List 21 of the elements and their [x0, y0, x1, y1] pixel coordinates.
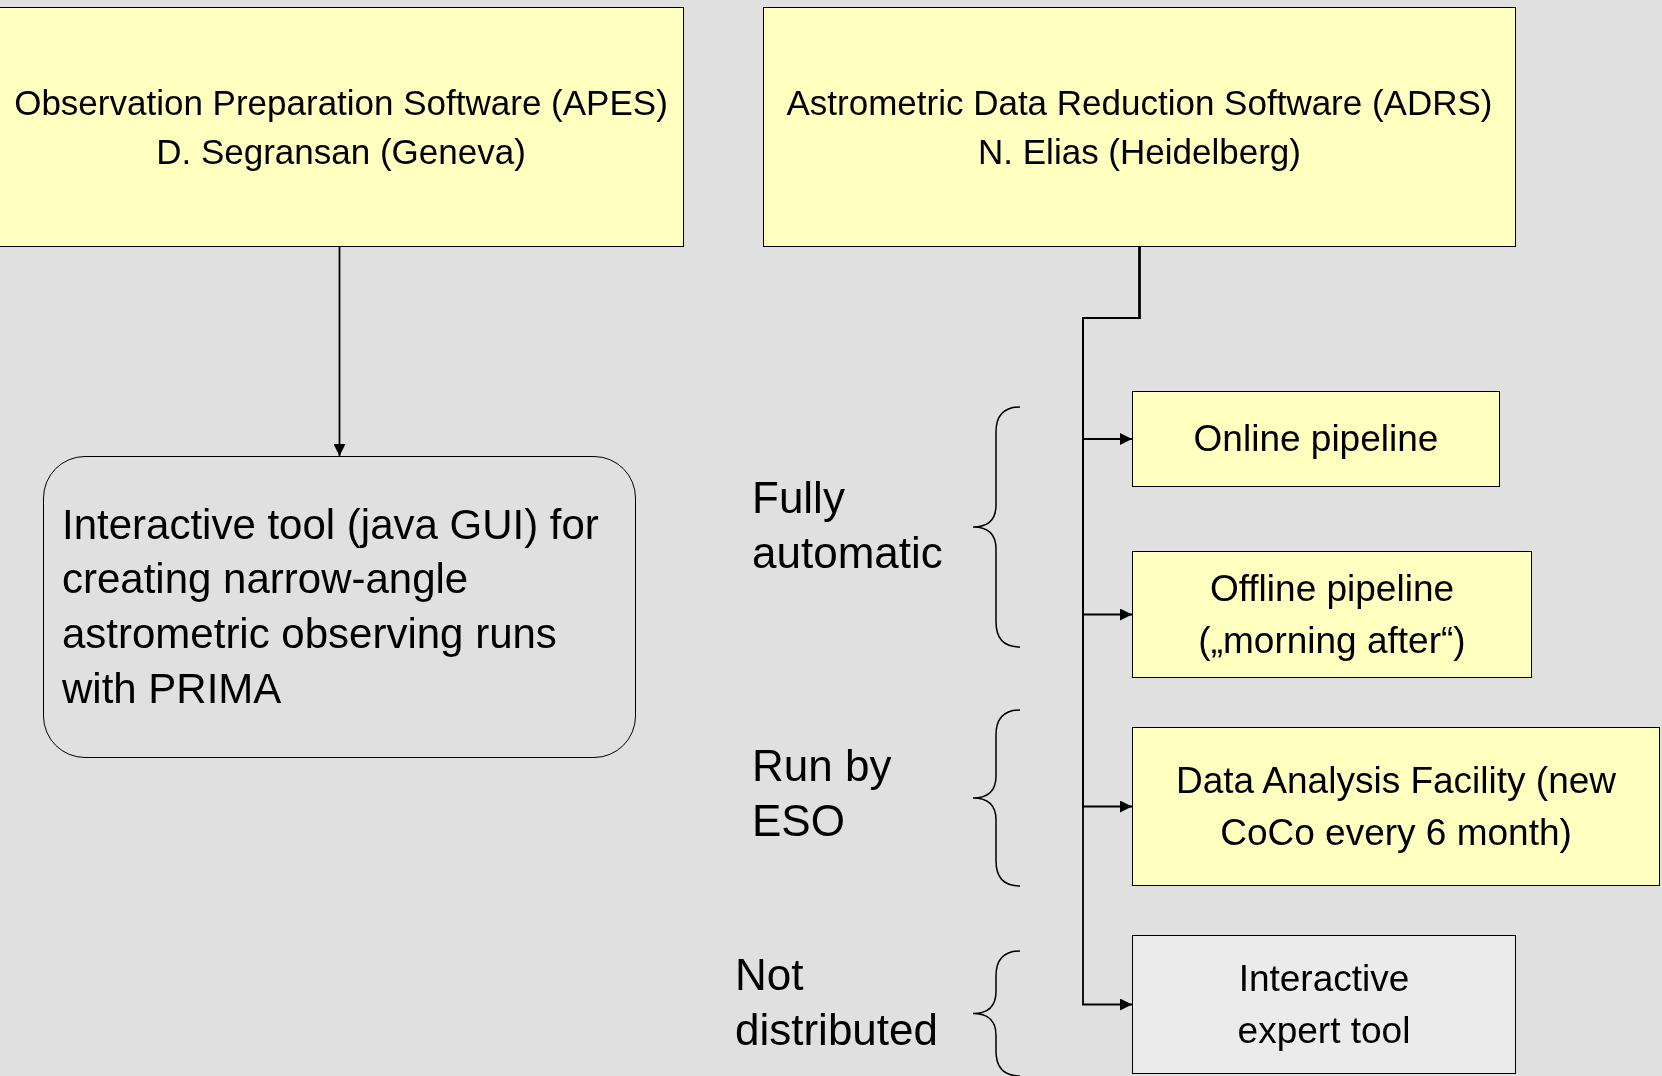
- process-box: [1132, 391, 1500, 487]
- bracket-label: Run by ESO: [752, 740, 893, 847]
- process-box: [1132, 727, 1660, 886]
- bracket-label: Not distributed: [735, 949, 939, 1056]
- node-text: N. Elias (Heidelberg): [978, 131, 1301, 173]
- arrow: [333, 246, 346, 457]
- process-box: [1132, 935, 1516, 1074]
- node-text: Offline pipeline („morning after“): [1197, 566, 1467, 663]
- arrow: [1082, 246, 1141, 1011]
- process-box: [0, 7, 684, 247]
- node-text: Interactive tool (java GUI) for creating narrow-angle astrometric observing runs with PRIMA: [62, 499, 600, 714]
- node-text: Astrometric Data Reduction Software (ADRS): [786, 82, 1493, 124]
- node-text: Online pipeline: [1193, 417, 1439, 462]
- node-text: Data Analysis Facility (new CoCo every 6 month): [1174, 758, 1617, 855]
- rounded-box: [43, 456, 636, 758]
- process-box: [763, 7, 1516, 247]
- node-text: Interactive expert tool: [1236, 956, 1412, 1053]
- node-text: D. Segransan (Geneva): [156, 131, 526, 173]
- process-box: [1132, 551, 1532, 678]
- node-text: Observation Preparation Software (APES): [14, 82, 668, 124]
- bracket-label: Fully automatic: [752, 472, 944, 579]
